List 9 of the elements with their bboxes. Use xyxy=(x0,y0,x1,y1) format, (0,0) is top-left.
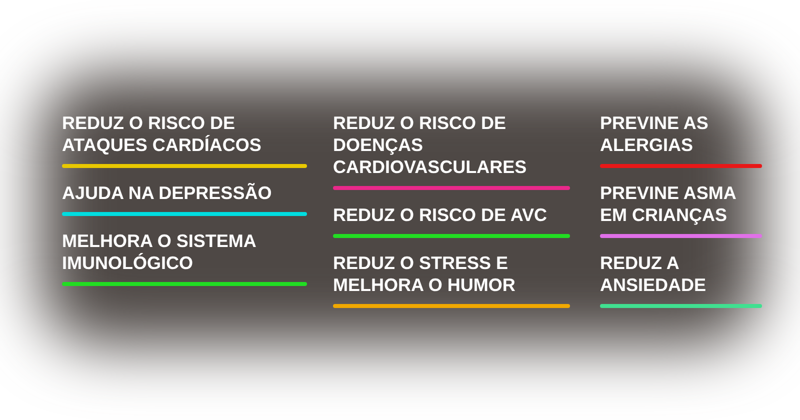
benefit-text: REDUZ O RISCO DE AVC xyxy=(333,204,548,226)
benefit-text: REDUZ O RISCO DE DOENÇAS CARDIOVASCULARES xyxy=(333,112,528,178)
benefit-text: REDUZ O RISCO DE ATAQUES CARDÍACOS xyxy=(62,112,262,156)
benefit-text: MELHORA O SISTEMA IMUNOLÓGICO xyxy=(62,230,257,274)
benefit-text: REDUZ A ANSIEDADE xyxy=(600,252,708,296)
benefit-text: PREVINE AS ALERGIAS xyxy=(600,112,710,156)
benefit-text: PREVINE ASMA EM CRIANÇAS xyxy=(600,182,737,226)
benefit-text: AJUDA NA DEPRESSÃO xyxy=(62,182,273,204)
benefit-text: REDUZ O STRESS E MELHORA O HUMOR xyxy=(333,252,516,296)
